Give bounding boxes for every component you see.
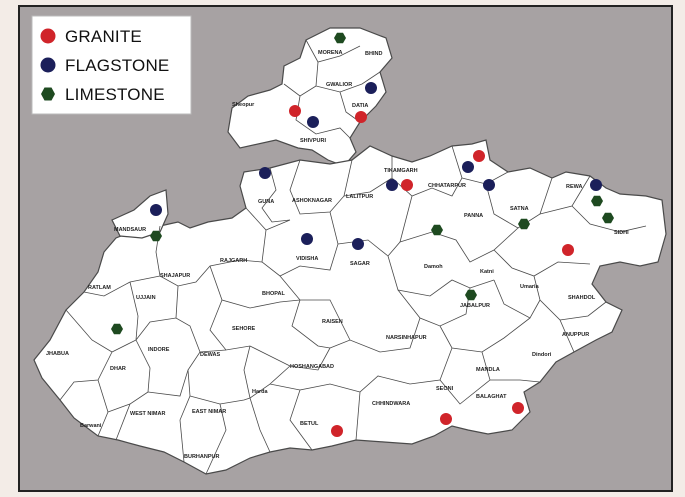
legend-label-flagstone: FLAGSTONE (65, 56, 169, 75)
granite-deposit-marker (355, 111, 367, 123)
district-label: JABALPUR (460, 303, 490, 309)
limestone-hexagon-icon (41, 87, 55, 101)
limestone-deposit-marker (334, 32, 346, 44)
limestone-deposit-marker (591, 195, 603, 207)
district-label: SEONI (436, 386, 454, 392)
district-label: EAST NIMAR (192, 409, 226, 415)
district-label: PANNA (464, 213, 483, 219)
granite-deposit-marker (562, 244, 574, 256)
flagstone-deposit-marker (301, 233, 313, 245)
district-label: SHAJAPUR (160, 273, 190, 279)
district-label: DEWAS (200, 352, 221, 358)
district-label: BETUL (300, 421, 319, 427)
legend-box (31, 15, 192, 115)
district-label: RATLAM (88, 285, 111, 291)
district-label: Harda (252, 389, 269, 395)
deposit-markers (111, 32, 614, 437)
district-label: GUNA (258, 199, 274, 205)
district-label: SEHORE (232, 326, 256, 332)
limestone-deposit-marker (111, 323, 123, 335)
granite-deposit-marker (331, 425, 343, 437)
district-label: CHHATARPUR (428, 183, 466, 189)
flagstone-deposit-marker (352, 238, 364, 250)
flagstone-deposit-marker (462, 161, 474, 173)
district-label: NARSINHAPUR (386, 335, 427, 341)
district-label: SATNA (510, 206, 529, 212)
limestone-deposit-marker (602, 212, 614, 224)
district-label: Katni (480, 269, 494, 275)
district-label: SAGAR (350, 261, 370, 267)
flagstone-deposit-marker (307, 116, 319, 128)
flagstone-circle-icon (40, 57, 56, 73)
legend-item-flagstone: FLAGSTONE (40, 56, 169, 75)
district-label: Dindori (532, 352, 552, 358)
granite-circle-icon (40, 28, 56, 44)
district-label: RAJGARH (220, 258, 247, 264)
district-label: RAISEN (322, 319, 343, 325)
state-outline-north (227, 27, 393, 167)
legend: GRANITE FLAGSTONE LIMESTONE (31, 15, 192, 115)
granite-deposit-marker (473, 150, 485, 162)
flagstone-deposit-marker (259, 167, 271, 179)
district-label: SHIVPURI (300, 138, 326, 144)
district-label: Umaria (520, 284, 540, 290)
legend-label-limestone: LIMESTONE (65, 85, 165, 104)
district-label: Damoh (424, 264, 443, 270)
flagstone-deposit-marker (150, 204, 162, 216)
district-label: ASHOKNAGAR (292, 198, 332, 204)
district-label: BURHANPUR (184, 454, 219, 460)
flagstone-deposit-marker (365, 82, 377, 94)
district-borders (59, 39, 647, 475)
granite-deposit-marker (512, 402, 524, 414)
legend-item-limestone: LIMESTONE (41, 85, 165, 104)
district-label: LALITPUR (346, 194, 373, 200)
district-label: INDORE (148, 347, 170, 353)
legend-item-granite: GRANITE (40, 27, 142, 46)
flagstone-deposit-marker (590, 179, 602, 191)
district-label: SHAHDOL (568, 295, 596, 301)
district-label: BHIND (365, 51, 382, 57)
limestone-deposit-marker (431, 224, 443, 236)
limestone-deposit-marker (465, 289, 477, 301)
limestone-deposit-marker (518, 218, 530, 230)
granite-deposit-marker (440, 413, 452, 425)
granite-deposit-marker (401, 179, 413, 191)
district-label: BALAGHAT (476, 394, 507, 400)
district-label: MANDSAUR (114, 227, 146, 233)
district-label: WEST NIMAR (130, 411, 165, 417)
granite-deposit-marker (289, 105, 301, 117)
limestone-deposit-marker (150, 230, 162, 242)
district-label: MANDLA (476, 367, 500, 373)
district-label: SIDHI (614, 230, 629, 236)
district-label: GWALIOR (326, 82, 352, 88)
district-label: Sheopur (232, 102, 255, 108)
district-label: CHHINDWARA (372, 401, 410, 407)
district-label: Barwani (80, 423, 102, 429)
state-outline-mandsaur (111, 189, 169, 239)
flagstone-deposit-marker (483, 179, 495, 191)
flagstone-deposit-marker (386, 179, 398, 191)
district-label: UJJAIN (136, 295, 156, 301)
district-label: HOSHANGABAD (290, 364, 334, 370)
district-label: TIKAMGARH (384, 168, 418, 174)
district-label: MORENA (318, 50, 342, 56)
district-label: JHABUA (46, 351, 69, 357)
legend-label-granite: GRANITE (65, 27, 142, 46)
district-label: ANUPPUR (562, 332, 589, 338)
district-label: VIDISHA (296, 256, 318, 262)
district-label: DHAR (110, 366, 126, 372)
district-label: BHOPAL (262, 291, 285, 297)
district-label: DATIA (352, 103, 368, 109)
state-outline-main (33, 139, 667, 475)
district-label: REWA (566, 184, 583, 190)
